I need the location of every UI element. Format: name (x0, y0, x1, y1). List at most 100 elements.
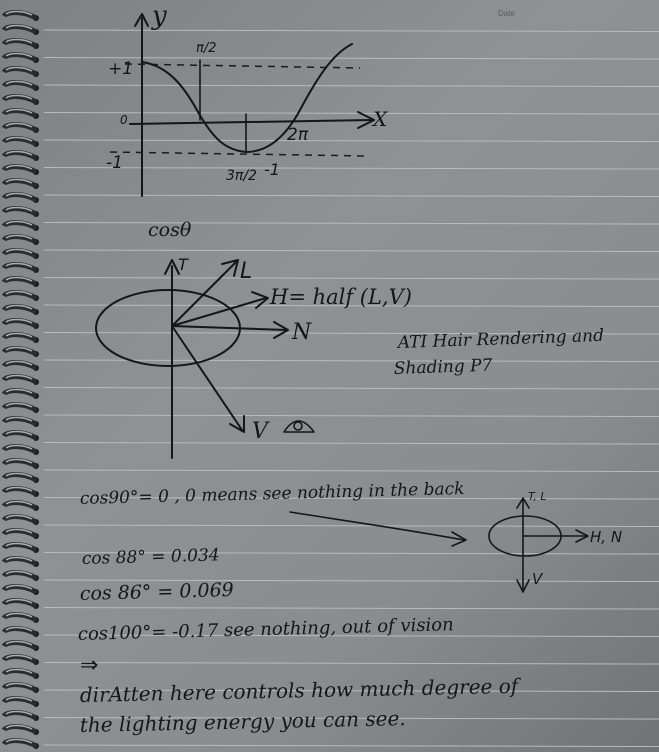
binding-ring-highlight (5, 262, 33, 268)
binding-ring-highlight (5, 248, 33, 254)
binding-ring (1, 304, 38, 315)
small-H-N-label: H, N (590, 528, 622, 546)
y-axis-arrow (134, 13, 149, 27)
binding-ring-highlight (5, 10, 33, 16)
binding-ring-highlight (5, 108, 33, 114)
binding-ring (1, 318, 38, 329)
binding-ring (1, 52, 38, 63)
binding-ring-highlight (5, 710, 33, 716)
binding-ring (1, 388, 38, 399)
ruled-line (43, 57, 659, 60)
binding-ring-highlight (5, 458, 33, 464)
binding-ring (1, 626, 38, 637)
binding-ring (1, 710, 38, 721)
light-vector-arrowhead (221, 259, 239, 277)
ruled-line (43, 222, 659, 225)
ruled-line (43, 84, 659, 87)
binding-ring (1, 486, 38, 497)
tangent-arrow (164, 259, 180, 275)
ruled-line (43, 194, 659, 197)
small-V-label: V (532, 570, 544, 588)
binding-ring (1, 514, 38, 525)
binding-ring-highlight (5, 178, 33, 184)
binding-ring (1, 654, 38, 665)
binding-ring (1, 696, 38, 707)
ruled-line (43, 304, 659, 307)
binding-ring (1, 150, 38, 161)
ruled-line (43, 387, 659, 390)
binding-ring (1, 668, 38, 679)
binding-ring (1, 598, 38, 609)
binding-ring-highlight (5, 38, 33, 44)
ruled-line (43, 469, 659, 472)
plus-one-dashed-line (124, 63, 361, 69)
binding-ring-highlight (5, 668, 33, 674)
light-vector (171, 261, 237, 327)
ruled-line (43, 634, 659, 637)
reference-note-line2: Shading P7 (393, 356, 492, 379)
binding-ring (1, 290, 38, 301)
binding-ring (1, 528, 38, 539)
three-pi-neg-one-label: -1 (264, 160, 280, 179)
binding-ring (1, 500, 38, 511)
minus-one-label: -1 (106, 153, 123, 173)
x-axis-arrow (357, 111, 375, 129)
binding-ring-highlight (5, 318, 33, 324)
binding-ring-highlight (5, 346, 33, 352)
binding-ring (1, 234, 38, 245)
binding-ring-highlight (5, 122, 33, 128)
binding-ring-highlight (5, 94, 33, 100)
view-label: V (252, 419, 270, 444)
half-vector (171, 297, 267, 327)
binding-ring-highlight (5, 528, 33, 534)
binding-ring-highlight (5, 472, 33, 478)
binding-ring-highlight (5, 80, 33, 86)
ruled-line (43, 277, 659, 280)
binding-ring (1, 220, 38, 231)
binding-ring-highlight (5, 696, 33, 702)
binding-ring (1, 346, 38, 357)
binding-ring-highlight (5, 206, 33, 212)
binding-ring-highlight (5, 52, 33, 58)
ruled-line (43, 689, 659, 692)
binding-ring (1, 94, 38, 105)
binding-ring-highlight (5, 626, 33, 632)
binding-ring (1, 66, 38, 77)
conclusion-line1: dirAtten here controls how much degree o… (80, 674, 522, 707)
binding-ring (1, 584, 38, 595)
binding-ring (1, 416, 38, 427)
ruled-line (43, 112, 659, 115)
ruled-line (43, 662, 659, 665)
binding-ring (1, 738, 38, 749)
binding-ring-highlight (5, 234, 33, 240)
binding-ring (1, 444, 38, 455)
binding-ring (1, 682, 38, 693)
binding-ring (1, 262, 38, 273)
binding-ring-highlight (5, 654, 33, 660)
binding-ring-highlight (5, 724, 33, 730)
small-vector-diagram: T, L H, N V (488, 490, 622, 593)
binding-ring (1, 108, 38, 119)
binding-ring-highlight (5, 360, 33, 366)
binding-ring-highlight (5, 640, 33, 646)
binding-ring (1, 458, 38, 469)
binding-ring (1, 276, 38, 287)
origin-label: 0 (120, 113, 128, 127)
binding-ring (1, 640, 38, 651)
small-up-arrowhead (516, 497, 530, 509)
normal-vector (171, 325, 287, 331)
binding-ring-highlight (5, 402, 33, 408)
binding-ring (1, 402, 38, 413)
implies-arrow: ⇒ (80, 653, 98, 678)
normal-vector-arrowhead (273, 321, 289, 339)
cos88-value: cos 88° = 0.034 (82, 545, 220, 569)
binding-ring (1, 38, 38, 49)
vector-diagram: T L H= half (L,V) N V (95, 255, 412, 459)
ruled-line (43, 579, 659, 582)
two-pi-label: 2π (287, 125, 309, 145)
binding-ring-highlight (5, 500, 33, 506)
half-vector-label: H= half (L,V) (269, 285, 412, 309)
binding-ring-highlight (5, 556, 33, 562)
